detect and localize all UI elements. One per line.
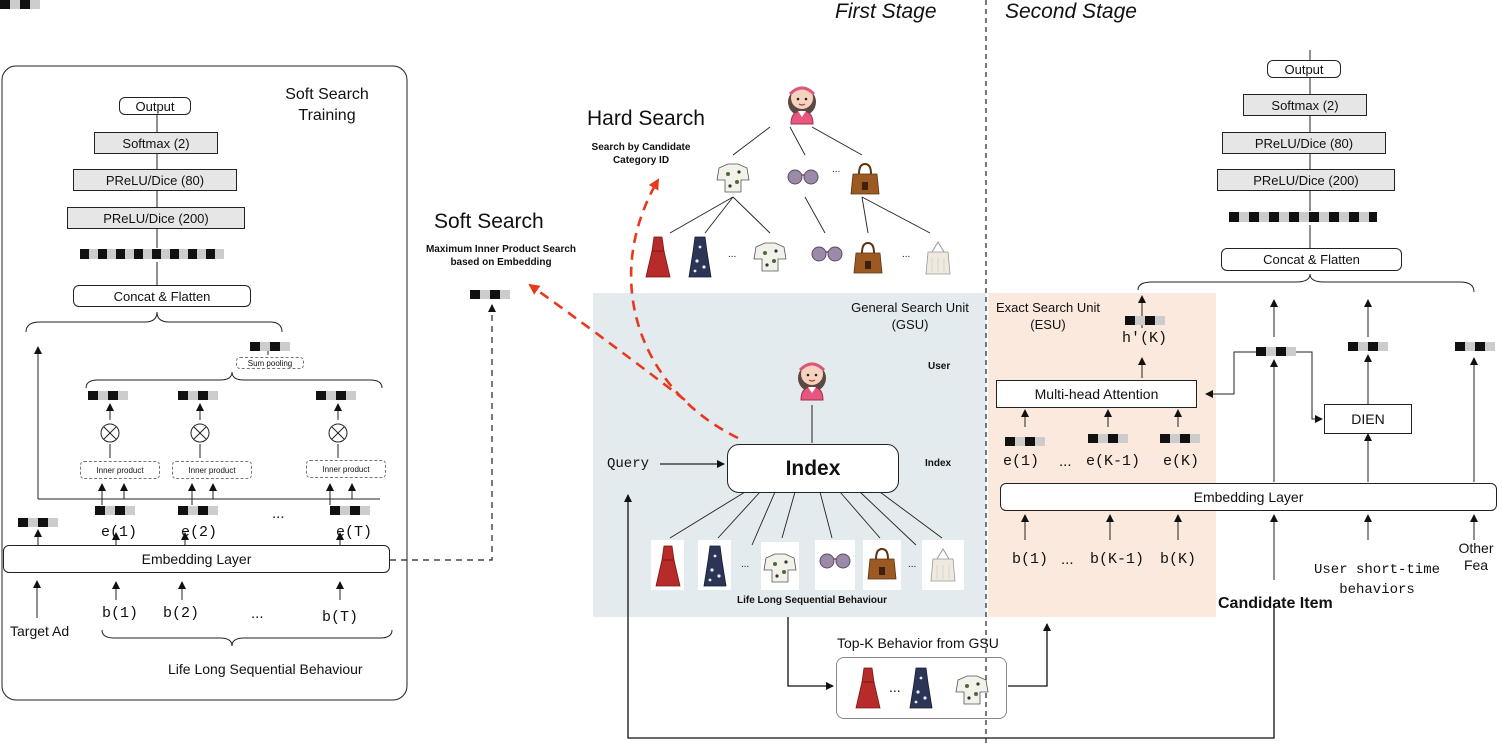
esu-e1: e(1): [1003, 453, 1040, 470]
hard-search-ellipsis-2: ...: [728, 249, 737, 260]
gsu-lifelong-label: Life Long Sequential Behaviour: [737, 595, 888, 606]
left-prelu80-box: PReLU/Dice (80): [73, 169, 237, 191]
h-prime-k: h′(K): [1122, 330, 1168, 347]
hard-search-subtitle: Search by Candidate Category ID: [591, 142, 691, 166]
left-b2: b(2): [163, 605, 200, 622]
left-bT: b(T): [322, 609, 359, 626]
left-output-box: Output: [119, 97, 191, 115]
esu-title: Exact Search Unit (ESU): [995, 300, 1101, 332]
second-stage-label: Second Stage: [1005, 0, 1137, 23]
topk-label: Top-K Behavior from GSU: [837, 635, 999, 651]
user-short-time-label: User short-time behaviors: [1313, 562, 1441, 598]
esu-bK1: b(K-1): [1090, 551, 1145, 568]
soft-search-subtitle: Maximum Inner Product Search based on Em…: [425, 244, 577, 268]
left-e-ellipsis: ...: [272, 505, 285, 522]
left-concat-box: Concat & Flatten: [73, 285, 251, 307]
gsu-index-label: Index: [925, 458, 952, 469]
left-eT: e(T): [336, 524, 373, 541]
dien-box: DIEN: [1324, 404, 1412, 434]
soft-search-title: Soft Search: [434, 210, 544, 233]
right-output-box: Output: [1267, 60, 1341, 78]
hard-search-ellipsis-3: ...: [902, 249, 911, 260]
candidate-item-label: Candidate Item: [1218, 595, 1333, 612]
sunglasses-icon: [787, 169, 819, 185]
target-ad-label: Target Ad: [10, 623, 70, 639]
left-b-ellipsis: ...: [251, 605, 264, 622]
topk-ellipsis: ...: [889, 679, 901, 695]
handbag-icon: [850, 163, 880, 195]
inner-product-1: Inner product: [80, 461, 160, 479]
left-e1: e(1): [101, 524, 138, 541]
first-stage-label: First Stage: [835, 0, 937, 23]
esu-eK1: e(K-1): [1086, 453, 1141, 470]
esu-region: [988, 293, 1216, 617]
embedding-vectors: [0, 0, 1495, 527]
sum-pooling-box: Sum pooling: [236, 357, 304, 369]
soft-training-title: Soft Search Training: [285, 86, 369, 124]
left-b1: b(1): [102, 605, 139, 622]
hard-search-title: Hard Search: [587, 107, 705, 130]
hard-search-ellipsis-1: ...: [832, 164, 841, 175]
tshirt-icon: [716, 163, 750, 193]
user-avatar-icon: [786, 85, 818, 126]
inner-product-3: Inner product: [306, 460, 386, 478]
left-embedding-layer: Embedding Layer: [3, 545, 390, 573]
inner-product-2: Inner product: [172, 461, 252, 479]
gsu-items-ellipsis-2: ...: [908, 559, 917, 570]
esu-e-ellipsis: ...: [1059, 453, 1072, 470]
left-lifelong-label: Life Long Sequential Behaviour: [168, 661, 363, 677]
right-prelu80-box: PReLU/Dice (80): [1222, 132, 1386, 154]
esu-b-ellipsis: ...: [1061, 551, 1074, 568]
right-prelu200-box: PReLU/Dice (200): [1217, 169, 1395, 191]
left-softmax-box: Softmax (2): [94, 132, 218, 154]
right-softmax-box: Softmax (2): [1243, 94, 1367, 116]
multi-head-attention-box: Multi-head Attention: [996, 380, 1197, 408]
right-concat-box: Concat & Flatten: [1221, 248, 1402, 271]
topk-box: [836, 657, 1007, 719]
query-label: Query: [607, 456, 650, 472]
gsu-items-ellipsis-1: ...: [741, 559, 750, 570]
esu-bK: b(K): [1160, 551, 1197, 568]
gsu-user-label: User: [928, 361, 951, 372]
esu-b1: b(1): [1012, 551, 1049, 568]
esu-eK: e(K): [1163, 453, 1200, 470]
index-box: Index: [727, 444, 899, 493]
other-fea-label: Other Fea: [1458, 540, 1494, 573]
soft-training-frame: [1, 65, 408, 701]
gsu-title: General Search Unit (GSU): [851, 300, 969, 332]
left-prelu200-box: PReLU/Dice (200): [67, 207, 245, 229]
right-embedding-layer: Embedding Layer: [1000, 483, 1497, 511]
left-e2: e(2): [181, 524, 218, 541]
